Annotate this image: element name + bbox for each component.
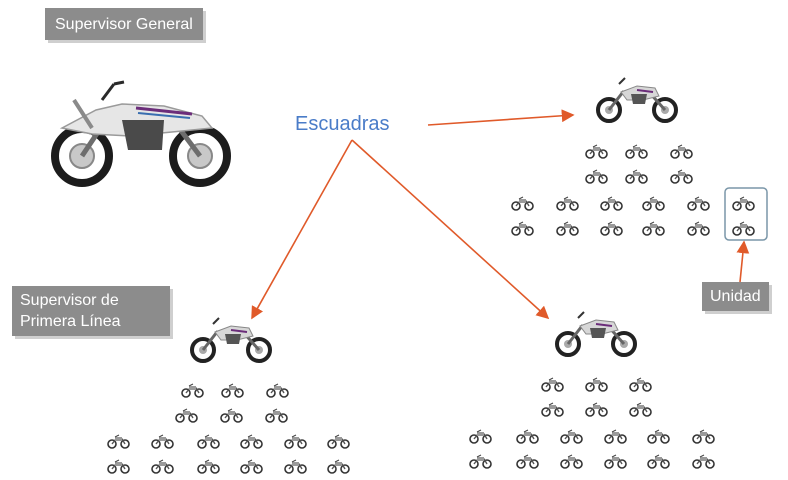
unit-motorcycle-icon [220,408,243,423]
unit-motorcycle-icon [687,221,710,236]
unit-motorcycle-icon [560,454,583,469]
squad-top-right [511,144,755,236]
unit-motorcycle-icon [692,429,715,444]
unit-motorcycle-icon [181,383,204,398]
unidad-label: Unidad [702,282,769,311]
unit-motorcycle-icon [585,402,608,417]
unit-motorcycle-icon [625,144,648,159]
supervisor-general-text: Supervisor General [55,16,193,33]
unit-motorcycle-icon [687,196,710,211]
unit-motorcycle-icon [516,454,539,469]
unit-motorcycle-icon [604,429,627,444]
supervisor-primera-linea-line2: Primera Línea [20,313,121,330]
unit-motorcycle-icon [732,221,755,236]
supervisor-general-label: Supervisor General [45,8,203,40]
supervisor-primera-linea-line1: Supervisor de [20,292,119,309]
unit-motorcycle-icon [600,196,623,211]
unit-motorcycle-icon [469,429,492,444]
unit-motorcycle-icon [151,434,174,449]
unit-motorcycle-icon [692,454,715,469]
unit-motorcycle-icon [560,429,583,444]
unit-motorcycle-icon [240,459,263,474]
unit-motorcycle-icon [600,221,623,236]
unit-motorcycle-icon [266,383,289,398]
unit-motorcycle-icon [647,454,670,469]
unit-motorcycle-icon [151,459,174,474]
arrow-to-bottom-right-squad [351,139,550,320]
unit-motorcycle-icon [541,377,564,392]
arrow-to-top-right-squad [427,109,575,126]
unit-motorcycle-icon [647,429,670,444]
unit-motorcycle-icon [585,169,608,184]
unit-motorcycle-icon [629,402,652,417]
unit-motorcycle-icon [284,434,307,449]
unit-motorcycle-icon [585,377,608,392]
squad-bottom-left [107,383,350,474]
unit-motorcycle-icon [541,402,564,417]
supervisor-primera-linea-label: Supervisor de Primera Línea [12,286,170,336]
unit-motorcycle-icon [221,383,244,398]
unit-motorcycle-icon [642,196,665,211]
escuadras-label: Escuadras [295,113,390,135]
unit-motorcycle-icon [670,144,693,159]
unit-motorcycle-icon [327,434,350,449]
arrow-to-bottom-left-squad [251,139,353,320]
large-motorcycle-icon [51,80,231,187]
unit-motorcycle-icon [516,429,539,444]
unit-motorcycle-icon [511,196,534,211]
unit-motorcycle-icon [732,196,755,211]
unit-motorcycle-icon [265,408,288,423]
squad-leader-bottom-left-icon [190,316,272,363]
unit-motorcycle-icon [175,408,198,423]
squad-bottom-right [469,377,715,469]
unit-motorcycle-icon [107,434,130,449]
unidad-text: Unidad [710,288,761,305]
unit-motorcycle-icon [625,169,648,184]
unit-motorcycle-icon [469,454,492,469]
unit-motorcycle-icon [197,459,220,474]
unit-motorcycle-icon [327,459,350,474]
squad-leader-top-right-icon [596,76,678,123]
unit-motorcycle-icon [585,144,608,159]
unit-motorcycle-icon [197,434,220,449]
unit-motorcycle-icon [284,459,307,474]
unit-motorcycle-icon [642,221,665,236]
unit-motorcycle-icon [604,454,627,469]
unit-motorcycle-icon [670,169,693,184]
unit-motorcycle-icon [511,221,534,236]
unit-motorcycle-icon [556,196,579,211]
unit-motorcycle-icon [240,434,263,449]
unit-highlight-box [724,187,768,241]
squad-leader-bottom-right-icon [555,310,637,357]
unit-motorcycle-icon [556,221,579,236]
unit-motorcycle-icon [629,377,652,392]
arrow-unidad-to-unit [736,240,750,283]
unit-motorcycle-icon [107,459,130,474]
